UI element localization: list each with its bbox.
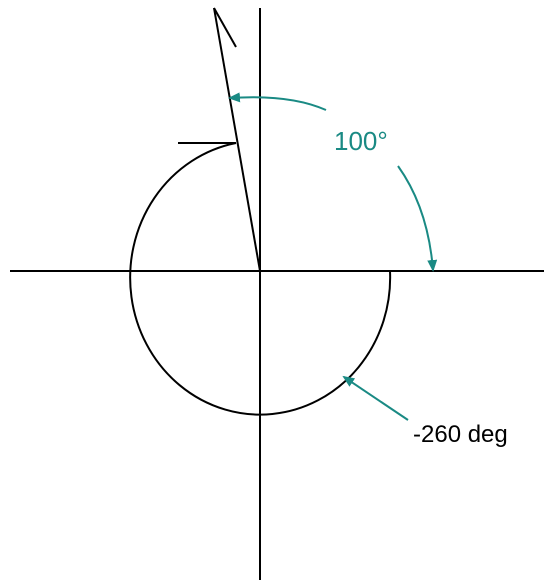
- positive-angle-arc-lower: [397, 165, 438, 272]
- terminal-ray: [213, 7, 261, 272]
- negative-angle-label: -260 deg: [413, 421, 508, 448]
- negative-angle-arc: [129, 142, 392, 416]
- terminal-ray-tick: [213, 7, 237, 48]
- positive-angle-label: 100°: [334, 126, 388, 156]
- negative-angle-leader: [342, 375, 409, 421]
- positive-angle-arc-upper: [228, 92, 327, 111]
